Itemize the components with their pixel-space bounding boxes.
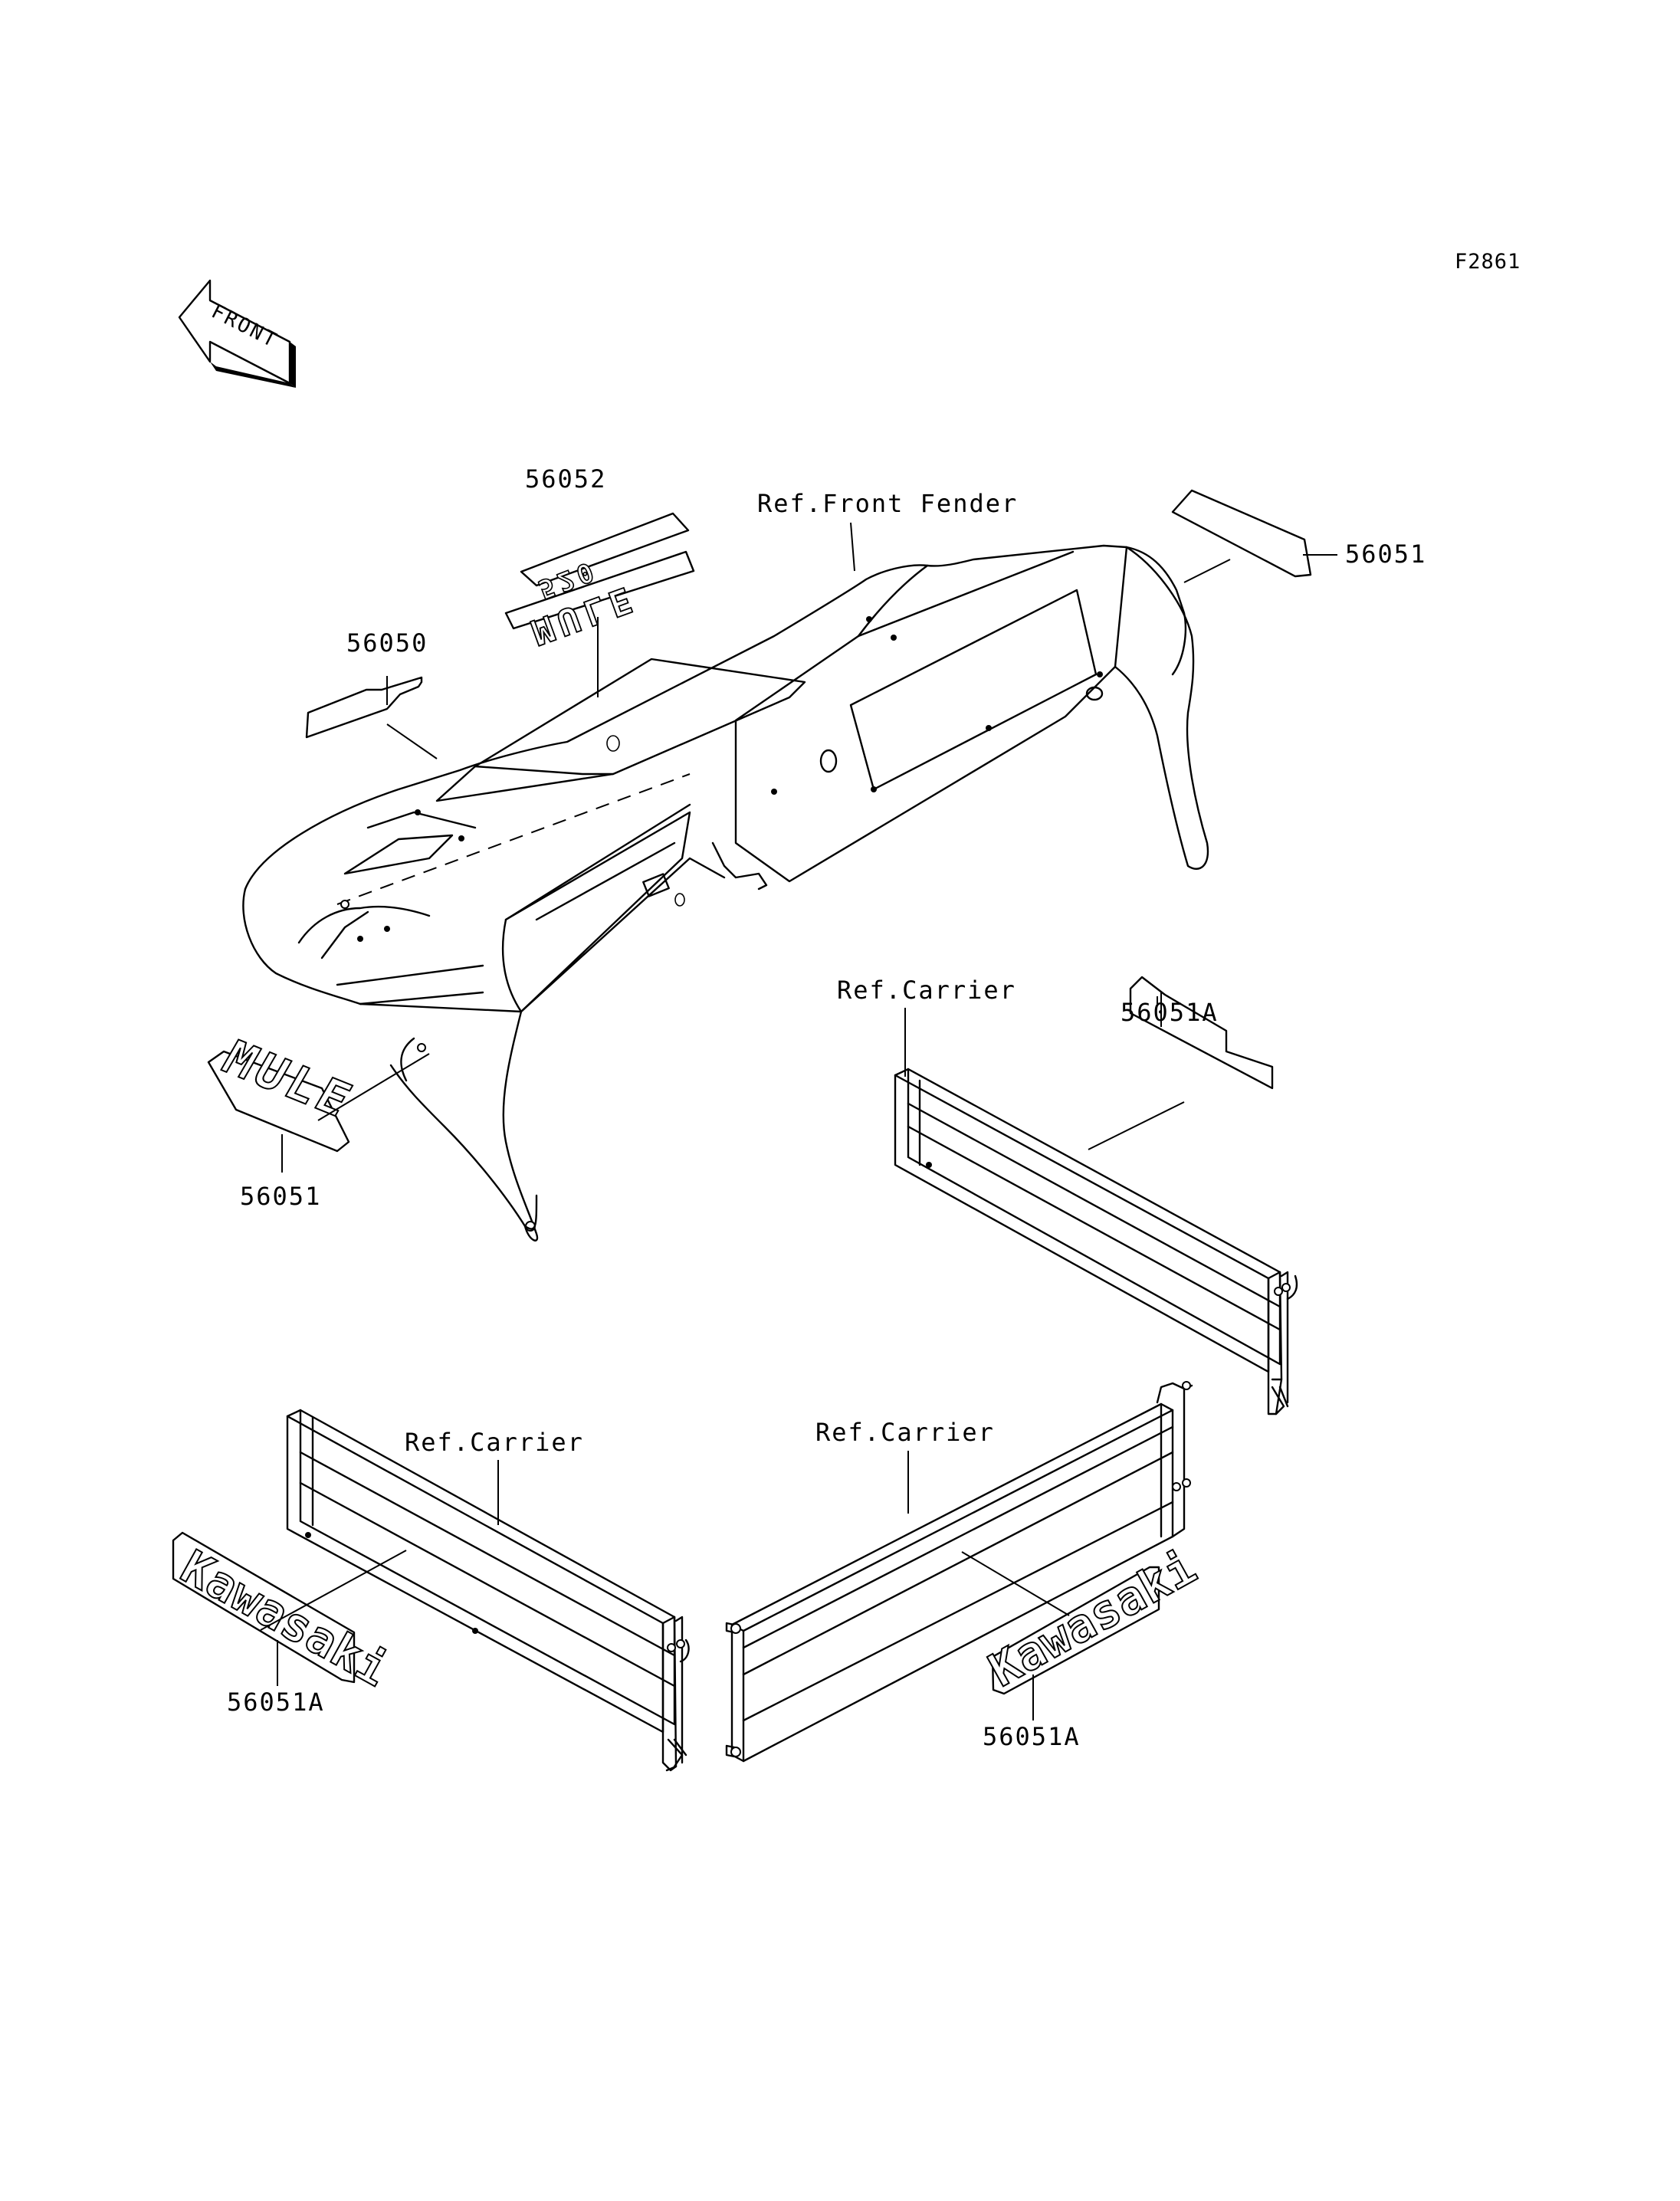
decal-kawasaki-left: Kawasaki — [172, 1531, 398, 1698]
leader-56051-left-a — [317, 1053, 430, 1121]
figure-id: F2861 — [1455, 250, 1521, 274]
leader-56050-b — [386, 723, 438, 759]
leader-56051A-bottom-left-a — [260, 1550, 407, 1631]
label-ref-carrier-bottom-right: Ref.Carrier — [815, 1418, 995, 1447]
label-ref-carrier-right: Ref.Carrier — [837, 976, 1016, 1005]
leader-56051-top-a — [1183, 559, 1231, 583]
front-arrow-icon: FRONT — [178, 279, 296, 388]
label-56051A-bottom-left: 56051A — [227, 1688, 325, 1717]
label-56052: 56052 — [525, 464, 606, 494]
leader-56051A-bottom-right-a — [961, 1551, 1070, 1616]
carrier-gate-right-upper — [894, 1068, 1298, 1415]
leader-ref-front-fender — [850, 522, 855, 572]
label-56051-left: 56051 — [240, 1182, 321, 1211]
decal-56051-mule-side: MULE — [207, 1030, 366, 1153]
label-56051A-bottom-right: 56051A — [983, 1722, 1081, 1751]
decal-56050 — [305, 676, 423, 739]
label-56051-top: 56051 — [1345, 540, 1426, 569]
leader-56051A-upper-c — [1088, 1101, 1185, 1150]
label-ref-carrier-bottom-left: Ref.Carrier — [405, 1428, 584, 1457]
decal-56051A-upper — [1129, 976, 1274, 1090]
carrier-gate-bottom-right — [725, 1381, 1193, 1763]
label-56051A-right: 56051A — [1121, 998, 1219, 1027]
label-56050: 56050 — [346, 628, 428, 658]
decal-56052: 520 MULE — [504, 512, 695, 654]
front-fender — [242, 544, 1209, 1242]
decal-56051-top — [1171, 489, 1312, 578]
label-ref-front-fender: Ref.Front Fender — [757, 489, 1018, 518]
decal-kawasaki-left-text: Kawasaki — [172, 1540, 398, 1697]
carrier-gate-bottom-left — [286, 1409, 690, 1772]
